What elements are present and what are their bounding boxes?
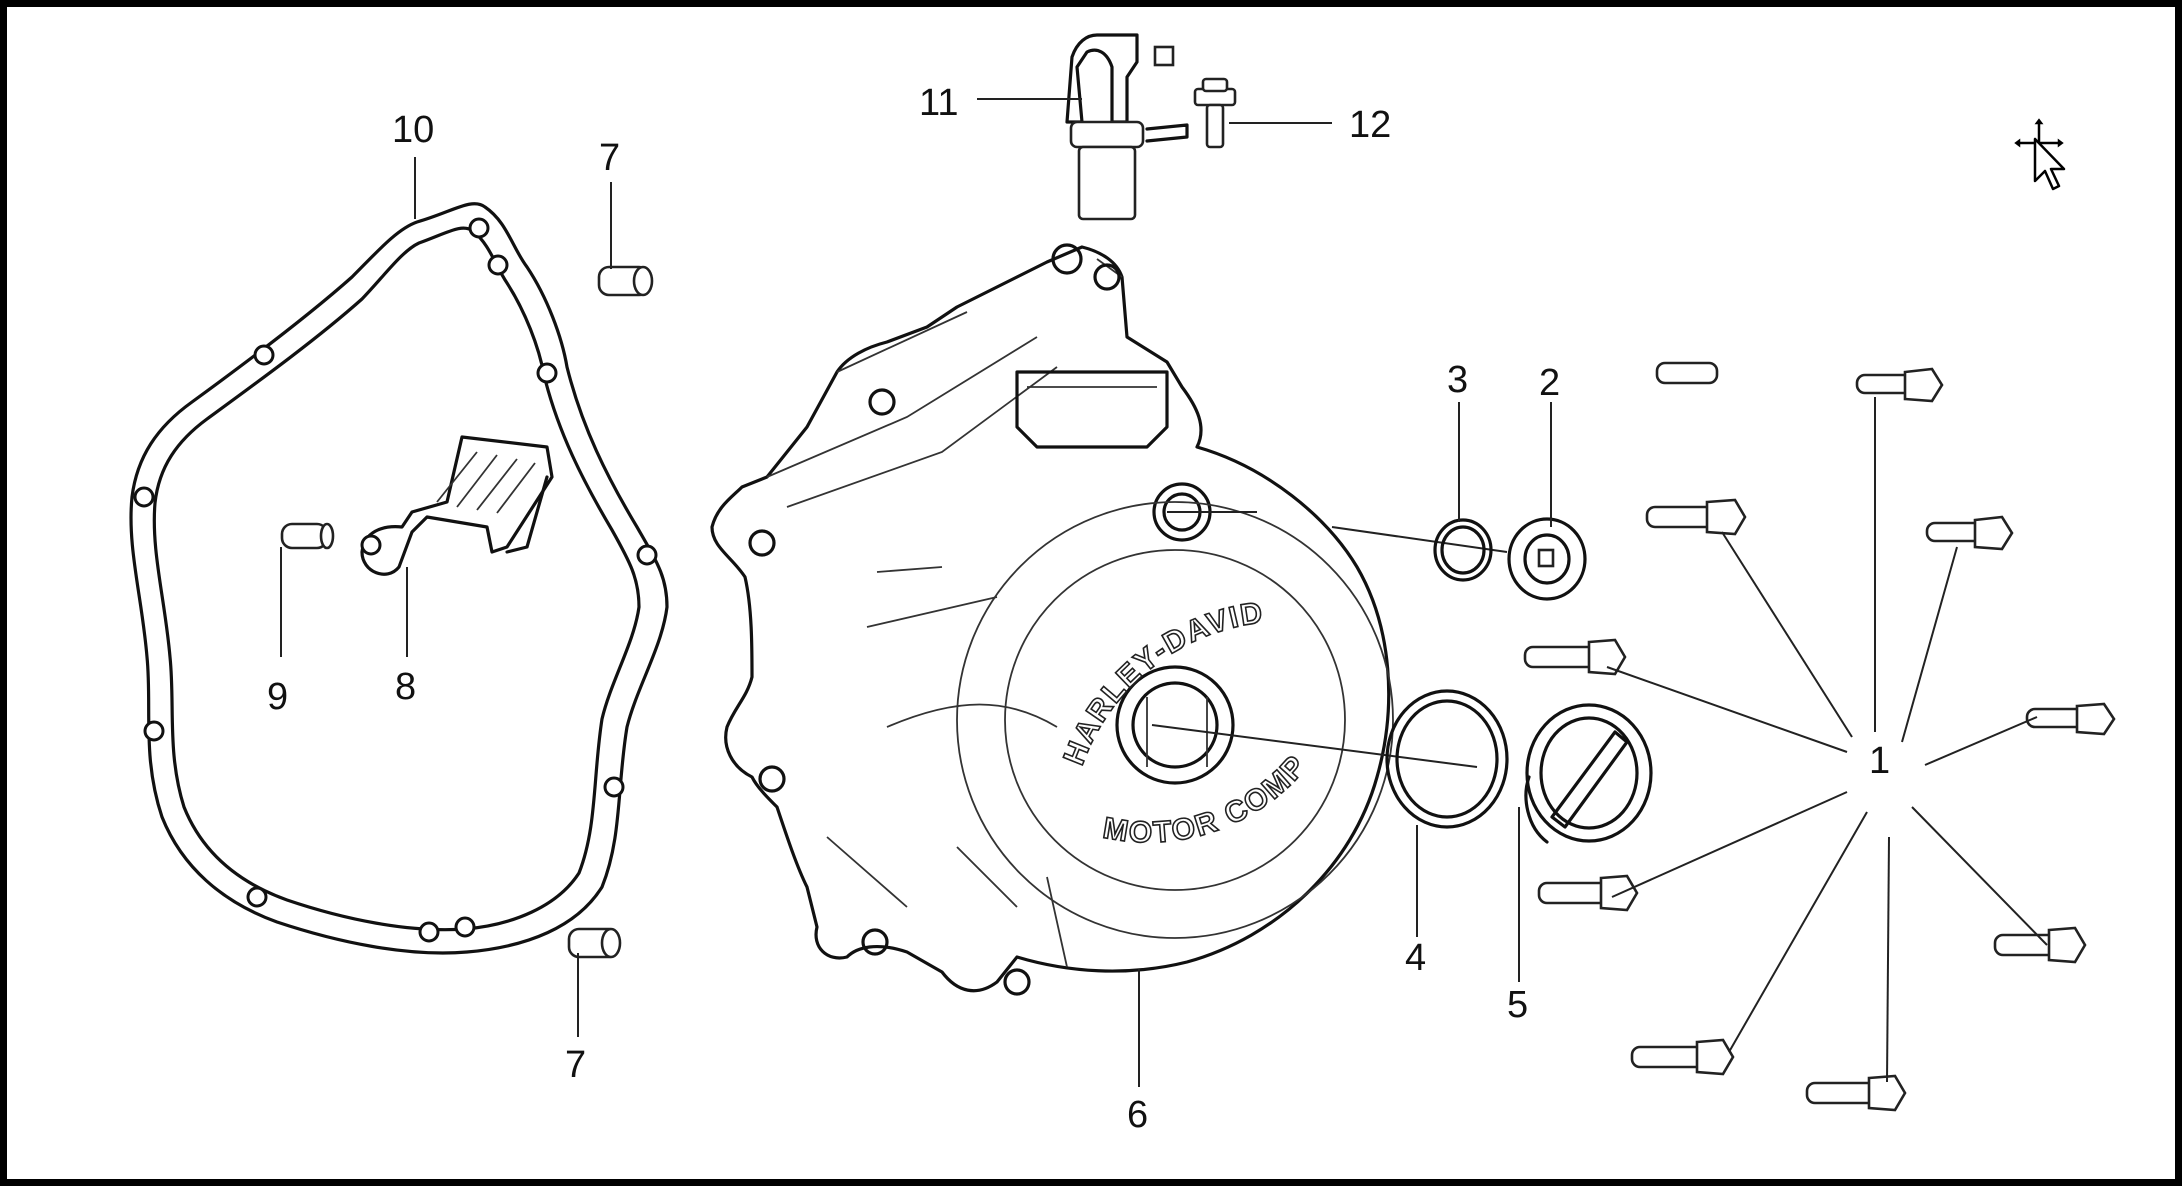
gasket-part: 10	[129, 109, 669, 955]
plug-part: 2	[1507, 362, 1587, 601]
callout-11: 11	[919, 82, 958, 124]
callout-9: 9	[267, 676, 288, 718]
callout-6: 6	[1127, 1094, 1148, 1136]
callout-7-top: 7	[599, 137, 620, 179]
bracket-part: 8	[360, 435, 554, 708]
bolt-9	[1805, 1074, 1907, 1112]
stator-cover-part: HARLEY-DAVIDSON MOTOR COMPANY 6	[7, 7, 1508, 1136]
callout-1: 1	[1869, 740, 1890, 782]
timing-plug-part: 5	[1507, 703, 1653, 1026]
dowel-pin-top: 7	[597, 137, 654, 297]
o-ring-small-part: 3	[1433, 359, 1493, 582]
bolt-3	[1925, 515, 2014, 551]
callout-3: 3	[1447, 359, 1468, 401]
bolt-4	[1523, 638, 1627, 676]
bolt-5	[2025, 702, 2116, 736]
sensor-part: 11	[919, 33, 1189, 221]
pin-part: 9	[267, 522, 335, 718]
bolt-8	[1630, 1038, 1735, 1076]
dowel-pin-bottom: 7	[565, 927, 622, 1086]
bolt-set-part: 1	[1523, 361, 2116, 1112]
callout-2: 2	[1539, 362, 1560, 404]
callout-8: 8	[395, 666, 416, 708]
o-ring-large-part: 4	[1385, 689, 1509, 979]
callout-4: 4	[1405, 937, 1426, 979]
callout-12: 12	[1349, 104, 1391, 146]
callout-5: 5	[1507, 984, 1528, 1026]
screw-part: 12	[1193, 77, 1391, 149]
callout-7-bottom: 7	[565, 1044, 586, 1086]
bolt-7	[1993, 926, 2087, 964]
move-cursor-icon	[2011, 115, 2067, 191]
bolt-10	[1655, 361, 1719, 385]
bolt-2	[1645, 498, 1747, 536]
callout-10: 10	[392, 109, 434, 151]
exploded-parts-diagram: 10 8 9 7 7 11	[7, 7, 2116, 1136]
bolt-1	[1855, 367, 1944, 403]
